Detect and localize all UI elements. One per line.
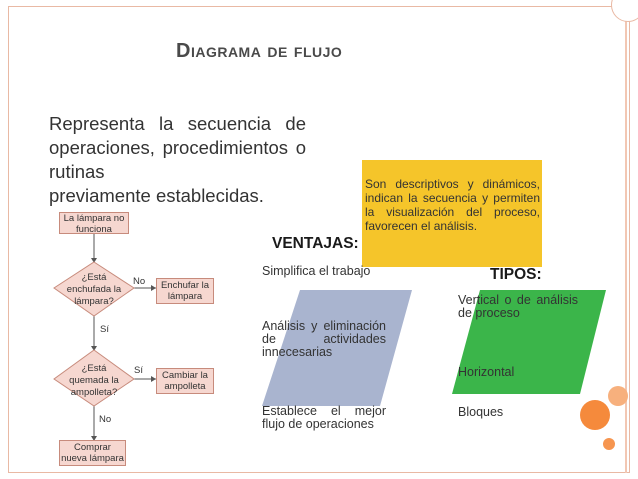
slide-frame-edge: [625, 6, 627, 473]
flowchart-action-2-box: Cambiar la ampolleta: [156, 368, 214, 394]
ventajas-title: VENTAJAS:: [272, 235, 359, 252]
corner-circle-large: [580, 400, 610, 430]
ventajas-summary-text: Son descriptivos y dinámicos, indican la…: [365, 177, 540, 233]
slide-frame: [8, 6, 630, 473]
ventajas-item-3: Establece el mejor flujo de operaciones: [262, 404, 386, 431]
flowchart-no-label-2: No: [99, 414, 112, 425]
tipos-item-1: Vertical o de análisis de proceso: [458, 293, 578, 320]
corner-circle-medium: [608, 386, 628, 406]
flowchart-si-label-2: Sí: [134, 365, 143, 376]
tipos-item-3: Bloques: [458, 405, 504, 419]
intro-text: Representa la secuencia de operaciones, …: [49, 113, 306, 182]
ventajas-summary-box: [362, 160, 542, 267]
corner-circle-top: [611, 0, 638, 22]
flowchart-action-2-label: Cambiar la ampolleta: [162, 370, 208, 392]
flowchart-si-label-1: Sí: [100, 324, 109, 335]
intro-text-end: previamente establecidas.: [49, 185, 264, 206]
flowchart-action-1-box: Enchufar la lámpara: [156, 278, 214, 304]
ventajas-item-2: Análisis y eliminación de actividades in…: [262, 319, 386, 359]
tipos-title: TIPOS:: [490, 266, 542, 283]
tipos-item-2: Horizontal: [458, 365, 515, 379]
flowchart-end-label: Comprar nueva lámpara: [61, 442, 124, 464]
flowchart-start-box: La lámpara no funciona: [59, 212, 129, 235]
flowchart-no-label-1: No: [133, 276, 146, 287]
flowchart-start-label: La lámpara no funciona: [63, 213, 125, 235]
flowchart-end-box: Comprar nueva lámpara: [59, 440, 126, 466]
flowchart-action-1-label: Enchufar la lámpara: [160, 280, 210, 302]
corner-circle-small: [603, 438, 615, 450]
flowchart-question-1: ¿Está enchufada la lámpara?: [66, 272, 122, 307]
flowchart-question-2: ¿Está quemada la ampolleta?: [69, 363, 119, 398]
page-title: Diagrama de flujo: [176, 40, 343, 62]
ventajas-item-1: Simplifica el trabajo: [262, 264, 371, 278]
